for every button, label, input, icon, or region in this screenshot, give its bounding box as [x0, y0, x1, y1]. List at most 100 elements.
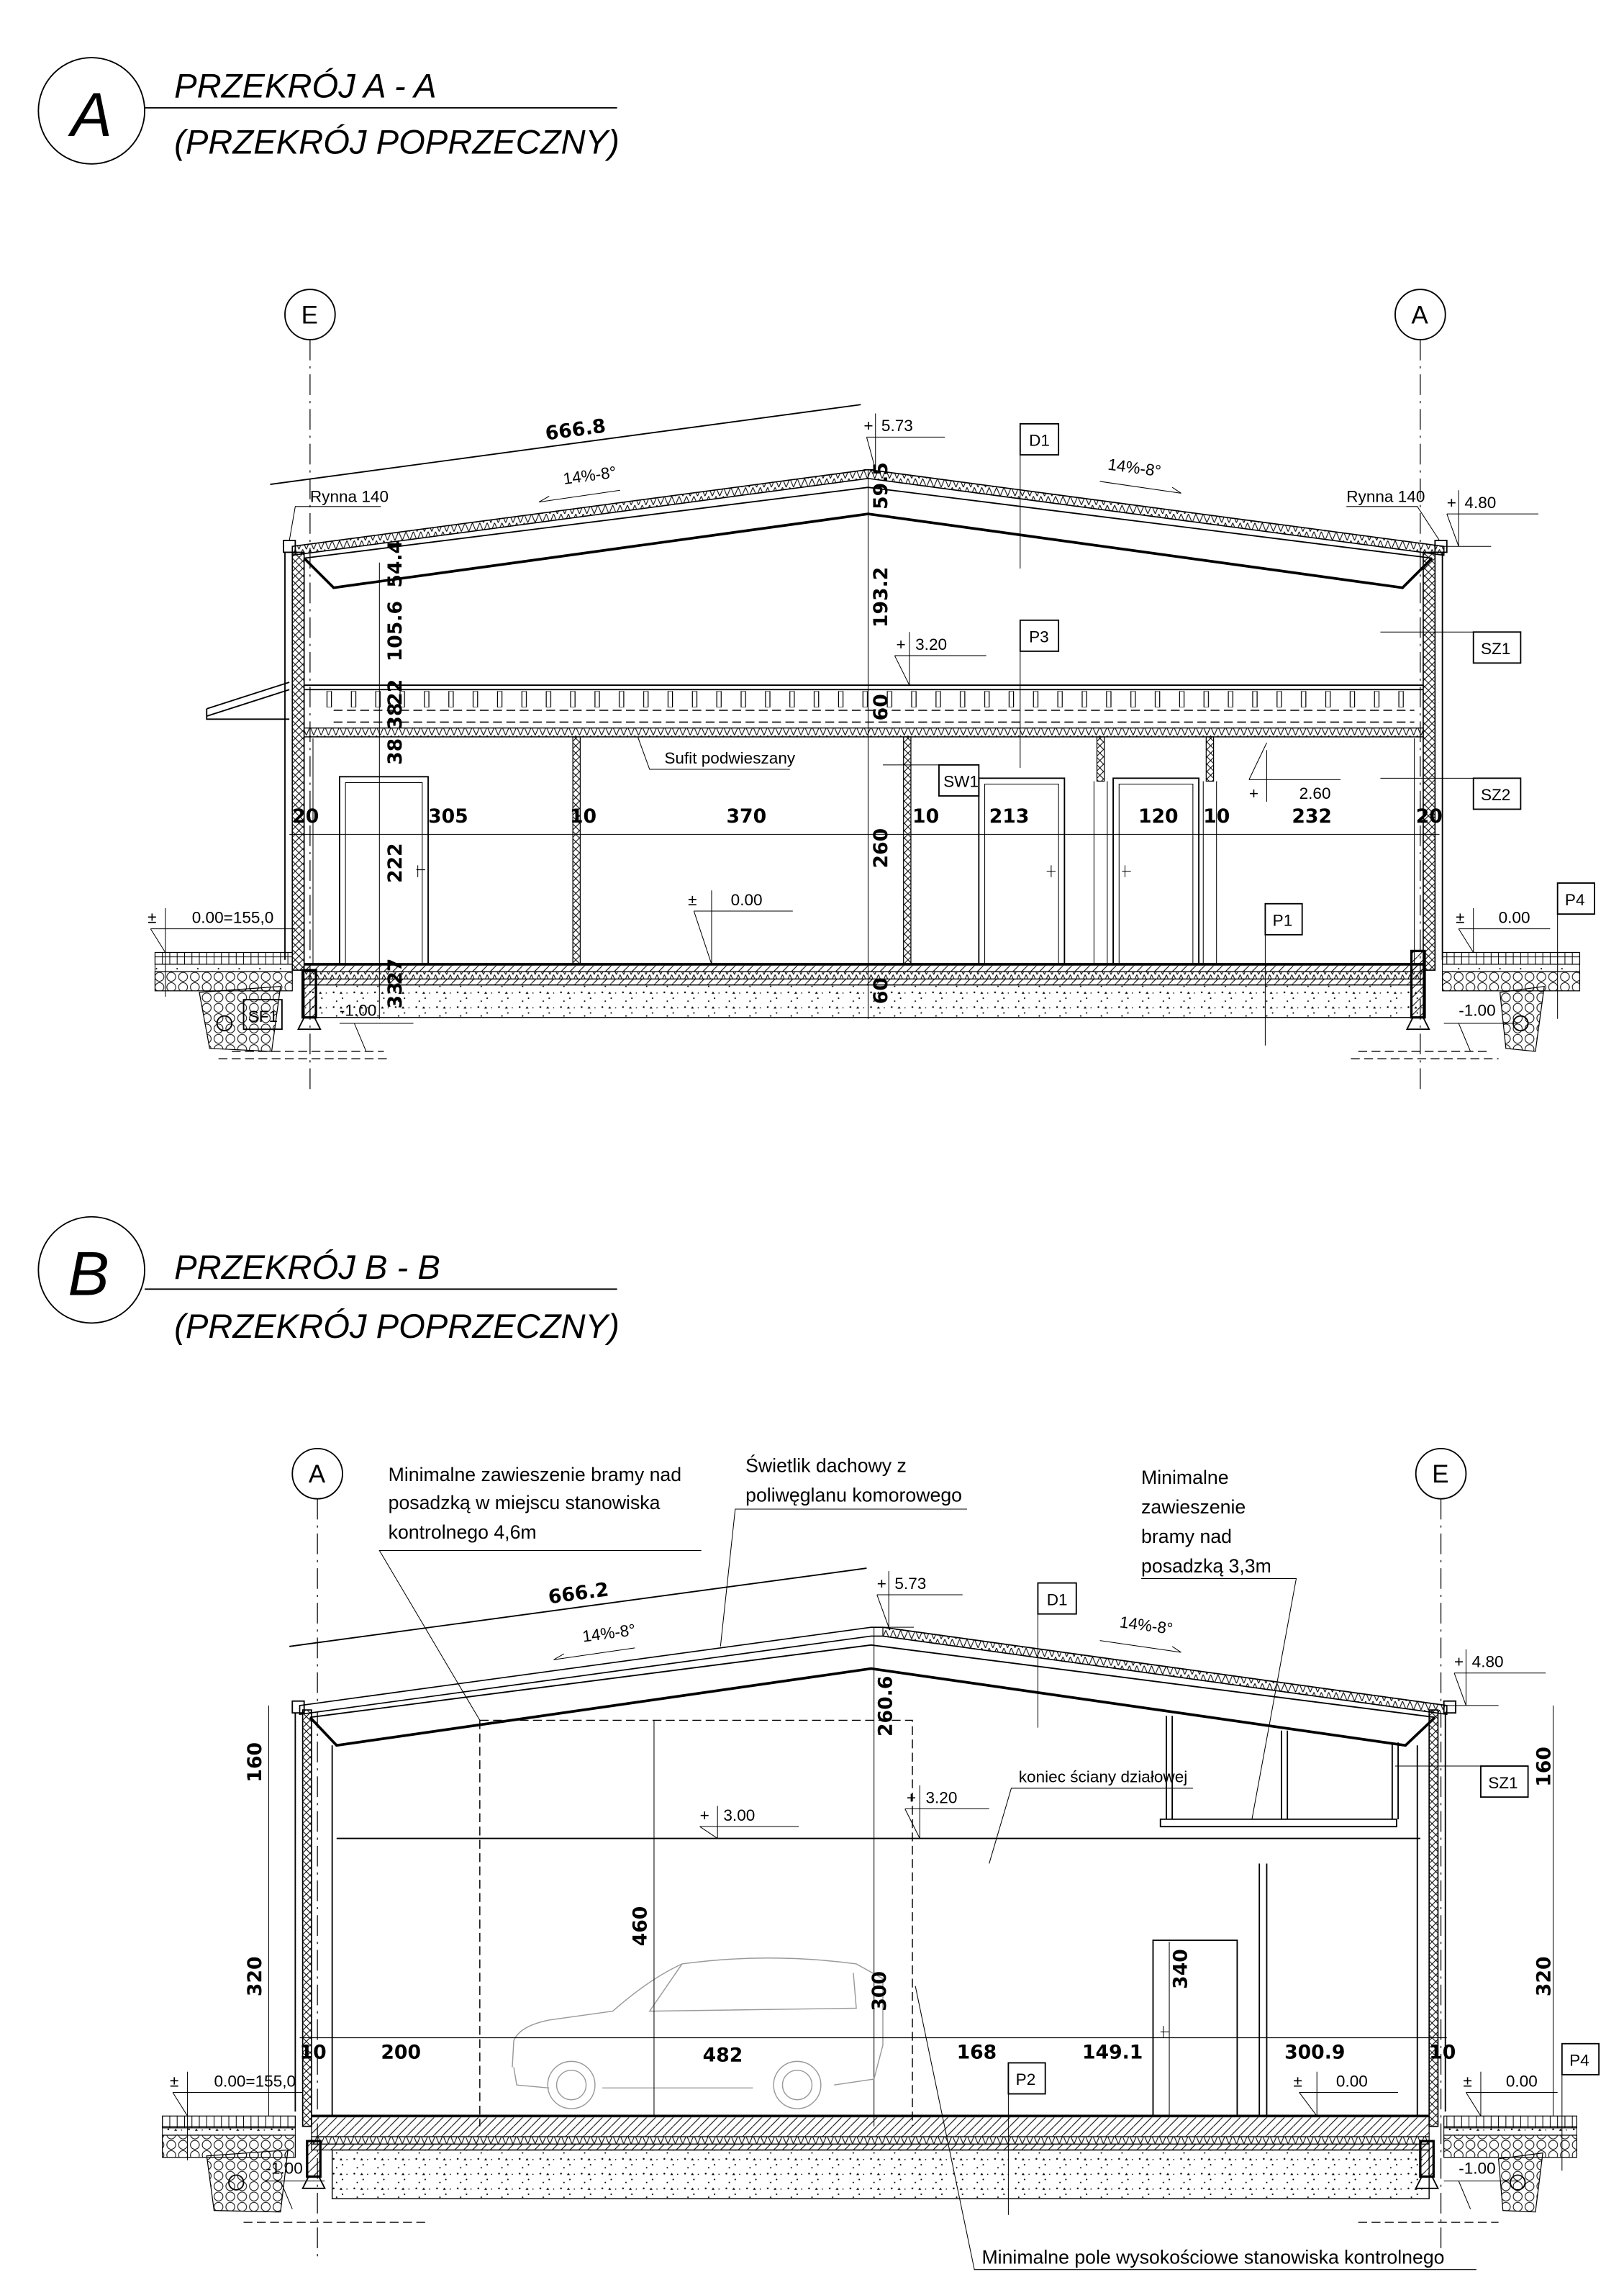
car-outline	[512, 1957, 884, 2109]
section-b-title-block: B PRZEKRÓJ B - B (PRZEKRÓJ POPRZECZNY)	[37, 1216, 620, 1346]
note-line: zawieszenie	[1141, 1496, 1246, 1518]
level-room-ceiling: + 2.60	[1248, 742, 1341, 802]
dim-text: 10	[570, 805, 596, 828]
dim-text: 20	[292, 805, 319, 828]
gutter	[291, 1700, 305, 1714]
dim-text: 160	[1533, 1747, 1555, 1787]
level-eave: + 4.80	[1439, 490, 1538, 547]
level-value: -1.00	[1459, 1002, 1495, 1020]
section-title: PRZEKRÓJ A - A	[174, 66, 436, 105]
axis-label: E	[301, 301, 318, 329]
level-sign: +	[877, 1575, 886, 1593]
tag-text: P4	[1565, 891, 1585, 909]
level-value: 0.00=155,0	[214, 2072, 296, 2090]
note-line: koniec ściany działowej	[1019, 1768, 1188, 1786]
dim-text: 54.4	[384, 540, 407, 588]
section-title: PRZEKRÓJ B - B	[174, 1248, 440, 1287]
level-sign: +	[1447, 494, 1456, 512]
level-value: 3.20	[915, 635, 947, 653]
level-outside: ± 0.00	[1456, 907, 1551, 953]
tag-text: SW1	[943, 773, 979, 791]
level-sign: ±	[148, 908, 156, 926]
suspended-ceiling	[303, 684, 1424, 738]
section-subtitle: (PRZEKRÓJ POPRZECZNY)	[174, 1307, 620, 1346]
footing	[1419, 2140, 1435, 2178]
footing	[306, 2140, 322, 2178]
level-sign: ±	[688, 891, 697, 909]
level-ground-reference: ± 0.00=155,0	[170, 2071, 303, 2160]
section-subtitle: (PRZEKRÓJ POPRZECZNY)	[174, 122, 620, 161]
note-minimal-field: Minimalne pole wysokościowe stanowiska k…	[915, 1986, 1476, 2271]
note-skylight: Świetlik dachowy z poliwęglanu komoroweg…	[720, 1455, 967, 1647]
gutter-text: Rynna 140	[1346, 488, 1425, 506]
axis-label: A	[1412, 301, 1429, 329]
level-value: 0.00	[731, 891, 763, 909]
drainage	[1499, 985, 1545, 1052]
note-partition: koniec ściany działowej	[989, 1768, 1193, 1864]
dim-text: 340	[1170, 1949, 1192, 1989]
section-a: A PRZEKRÓJ A - A (PRZEKRÓJ POPRZECZNY) E…	[37, 57, 1595, 1093]
tag-p4: P4	[1561, 2042, 1600, 2171]
level-value: -1.00	[1459, 2159, 1495, 2177]
level-value: -1.00	[340, 1002, 376, 1020]
tag-sz2: SZ2	[1380, 777, 1522, 810]
level-value: 0.00=155,0	[192, 908, 274, 926]
level-value: -1.00	[266, 2159, 302, 2177]
dim-text: 20	[1416, 805, 1443, 828]
slope-text: 14%-8°	[1119, 1613, 1174, 1638]
level-sign: +	[700, 1806, 709, 1824]
mezzanine-beam	[1159, 1818, 1397, 1828]
axis-label: E	[1432, 1460, 1448, 1488]
level-value: 3.00	[723, 1806, 755, 1824]
level-sign: +	[863, 417, 873, 435]
walls	[284, 551, 1443, 971]
tag-p2: P2	[1007, 2062, 1046, 2215]
axis-label: A	[309, 1460, 326, 1488]
dim-text: 149.1	[1082, 2041, 1143, 2063]
note-gate-right: Minimalne zawieszenie bramy nad posadzką…	[1141, 1467, 1297, 1819]
tag-text: P3	[1029, 628, 1049, 646]
level-value: 0.00	[1506, 2072, 1538, 2090]
tag-sf1: SF1	[242, 999, 283, 1031]
dim-text: 38	[384, 738, 407, 765]
dim-text: 300	[868, 1971, 891, 2011]
note-line: posadzką w miejscu stanowiska	[389, 1492, 661, 1513]
horizontal-dimensions: 10 200 482 168 149.1 300.9 10	[299, 2037, 1456, 2066]
gutter-text: Rynna 140	[310, 488, 389, 506]
gutter-label-left: Rynna 140	[289, 488, 389, 541]
tag-d1: D1	[1019, 422, 1060, 569]
tag-sz1: SZ1	[1394, 1765, 1529, 1798]
grid-axis-e: E	[1415, 1447, 1467, 2260]
dim-text: 33	[384, 982, 407, 1008]
dim-text: 10	[1429, 2041, 1456, 2063]
vertical-dimensions-left: 160 320	[244, 1705, 269, 2117]
dim-text: 10	[1203, 805, 1230, 828]
tag-text: SF1	[248, 1008, 278, 1026]
level-floor: ± 0.00	[1293, 2071, 1399, 2117]
vertical-dimensions-center: 59.5 193.2 60 260 60	[867, 462, 892, 1019]
dim-text: 60	[870, 977, 892, 1004]
dim-text: 27	[384, 959, 407, 985]
dim-text: 160	[244, 1742, 266, 1783]
dim-text: 120	[1138, 805, 1179, 828]
section-b: B PRZEKRÓJ B - B (PRZEKRÓJ POPRZECZNY) A…	[37, 1216, 1600, 2271]
slope-text: 14%-8°	[562, 463, 617, 488]
dim-text: 320	[244, 1956, 266, 1996]
dim-text: 168	[957, 2041, 997, 2063]
level-value: 3.20	[925, 1788, 957, 1806]
vertical-dimensions-inner: 460 260.6 300 340	[630, 1676, 1192, 2117]
level-foundation-left: -1.00	[266, 2159, 325, 2209]
dim-text: 370	[726, 805, 766, 828]
level-value: 5.73	[881, 417, 913, 435]
vertical-dimensions-left: 54.4 105.6 22 38 38 222 33 27	[378, 540, 407, 1019]
horizontal-dimensions: 20 305 10 370 10 213 120 10 232 20	[289, 805, 1443, 835]
note-line: posadzką 3,3m	[1141, 1555, 1271, 1577]
floor-slab	[154, 949, 1581, 1059]
level-value: 4.80	[1464, 494, 1496, 512]
dim-text: 105.6	[384, 601, 407, 661]
tag-text: P2	[1016, 2070, 1036, 2088]
roof-length-dimension: 666.2	[289, 1567, 867, 1647]
tag-text: SZ2	[1481, 786, 1510, 804]
dim-text: 10	[912, 805, 939, 828]
